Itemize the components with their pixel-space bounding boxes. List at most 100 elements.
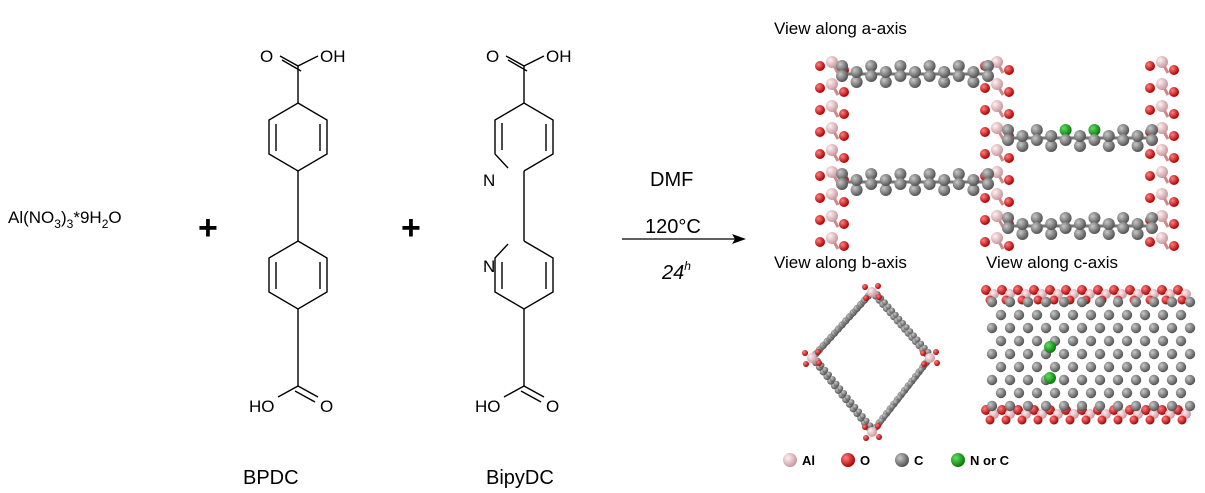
plus-sign-2: + <box>401 209 421 247</box>
carbon-atom <box>1130 296 1142 308</box>
carbon-atom <box>1146 134 1158 146</box>
oxygen-atom <box>920 350 926 356</box>
aluminum-atom <box>991 210 1003 222</box>
carbon-atom <box>836 178 848 190</box>
carbon-atom <box>1148 374 1160 386</box>
carbon-atom <box>1004 348 1016 360</box>
carbon-atom <box>1175 309 1187 321</box>
carbon-atom <box>1067 387 1079 399</box>
carbon-atom <box>1022 374 1034 386</box>
carbon-atom <box>1004 400 1016 412</box>
oxygen-atom <box>980 149 990 159</box>
carbon-atom <box>1166 322 1178 334</box>
carbon-atom <box>995 361 1007 373</box>
carbon-atom <box>938 66 951 78</box>
carbon-atom <box>1030 222 1043 234</box>
carbon-atom <box>995 335 1007 347</box>
carbon-atom <box>1112 374 1124 386</box>
oxygen-atom <box>876 434 882 440</box>
carbon-atom <box>909 184 921 196</box>
carbon-atom <box>885 408 892 415</box>
carbon-atom <box>1074 228 1086 240</box>
carbon-atom <box>1102 228 1115 240</box>
carbon-atom <box>986 348 998 360</box>
oxygen-atom <box>1145 237 1155 247</box>
carbon-atom <box>865 60 878 72</box>
carbon-atom <box>1166 400 1178 412</box>
carbon-atom <box>881 413 888 420</box>
carbon-atom <box>1121 387 1133 399</box>
carbon-atom <box>1013 335 1025 347</box>
carbon-atom <box>1102 130 1115 142</box>
oxygen-atom <box>815 127 825 137</box>
carbon-atom <box>1157 309 1169 321</box>
carbon-atom <box>1175 387 1187 399</box>
carbon-atom <box>1058 400 1070 412</box>
oxygen-atom <box>1169 87 1179 97</box>
carbon-atom <box>1121 335 1133 347</box>
oxygen-atom <box>839 131 849 141</box>
carbon-atom <box>907 328 914 335</box>
carbon-atom <box>923 168 936 180</box>
carbon-atom <box>1112 322 1124 334</box>
carbon-atom <box>1013 361 1025 373</box>
aluminum-atom <box>991 122 1003 134</box>
bpdc-atom-oh-top: OH <box>320 47 346 66</box>
carbon-atom <box>1076 296 1088 308</box>
oxygen-atom <box>1004 175 1014 185</box>
carbon-atom <box>1004 322 1016 334</box>
oxygen-atom <box>1145 171 1155 181</box>
carbon-atom <box>1146 212 1158 224</box>
oxygen-atom <box>934 360 940 366</box>
carbon-atom <box>982 70 994 82</box>
view-title-a-axis: View along a-axis <box>774 19 907 38</box>
aluminum-atom <box>826 188 838 200</box>
oxygen-atom <box>1004 197 1014 207</box>
carbon-atom <box>889 403 896 410</box>
carbon-atom <box>1030 212 1043 224</box>
carbon-atom <box>1157 387 1169 399</box>
oxygen-atom <box>862 284 868 290</box>
carbon-atom <box>1139 361 1151 373</box>
carbon-atom <box>1088 212 1101 224</box>
oxygen-atom <box>1077 285 1087 295</box>
oxygen-atom <box>1004 109 1014 119</box>
oxygen-atom <box>1013 405 1023 415</box>
oxygen-atom <box>1125 285 1135 295</box>
carbon-atom <box>1076 348 1088 360</box>
carbon-atom <box>1059 212 1072 224</box>
carbon-atom <box>1040 296 1052 308</box>
carbon-atom <box>850 66 863 78</box>
oxygen-atom <box>803 361 809 367</box>
carbon-atom <box>1139 387 1151 399</box>
oxygen-atom <box>1169 131 1179 141</box>
oxygen-atom <box>1093 285 1103 295</box>
oxygen-atom <box>875 283 881 289</box>
oxygen-atom <box>1004 65 1014 75</box>
carbon-atom <box>982 178 994 190</box>
carbon-atom <box>865 70 878 82</box>
metal-salt-formula: Al(NO3)3*9H2O <box>8 208 122 231</box>
carbon-atom <box>923 60 936 72</box>
carbon-atom <box>1146 124 1158 136</box>
crystal-view-a-axis <box>815 56 1179 251</box>
carbon-atom <box>1031 387 1043 399</box>
carbon-atom <box>967 174 980 186</box>
carbon-atom <box>1117 222 1130 234</box>
oxygen-atom <box>980 127 990 137</box>
legend-label: O <box>860 453 870 468</box>
carbon-atom <box>852 403 859 410</box>
carbon-atom <box>1013 387 1025 399</box>
oxygen-atom <box>985 415 995 425</box>
oxygen-atom <box>1169 65 1179 75</box>
carbon-atom <box>938 184 951 196</box>
carbon-atom <box>879 174 892 186</box>
oxygen-atom <box>997 285 1007 295</box>
aluminum-atom <box>1156 78 1168 90</box>
oxygen-atom <box>1157 405 1167 415</box>
carbon-atom <box>1166 296 1178 308</box>
oxygen-atom <box>863 295 869 301</box>
oxygen-atom <box>802 350 808 356</box>
oxygen-atom <box>839 197 849 207</box>
